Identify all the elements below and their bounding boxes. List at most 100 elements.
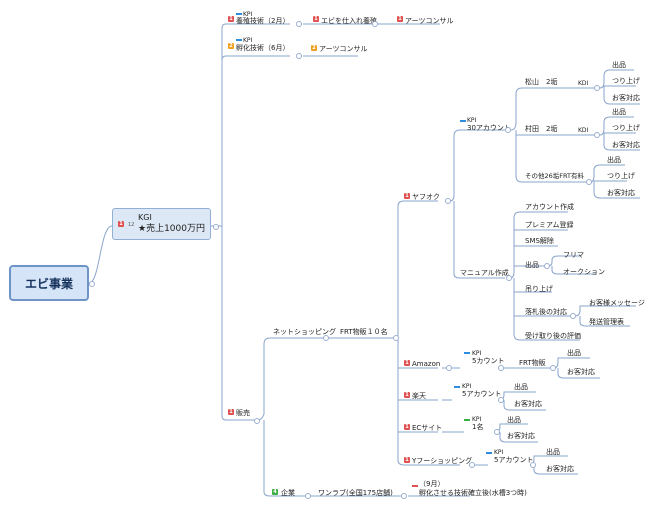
yshop-taiou[interactable]: お客対応 xyxy=(546,465,574,473)
manual-account[interactable]: アカウント作成 xyxy=(525,203,574,211)
item-taiou[interactable]: お客対応 xyxy=(607,189,635,197)
collapse-toggle-icon[interactable] xyxy=(296,21,302,27)
collapse-toggle-icon[interactable] xyxy=(213,224,219,230)
kpi-flag-icon xyxy=(454,386,460,388)
priority-badge-icon: 1 xyxy=(118,221,124,227)
kpi-flag-icon xyxy=(464,352,470,354)
collapse-toggle-icon[interactable] xyxy=(498,365,504,371)
ec-kv[interactable]: 1名 xyxy=(472,423,484,431)
collapse-toggle-icon[interactable] xyxy=(401,493,407,499)
item-shuppin[interactable]: 出品 xyxy=(612,108,626,116)
yahuoku-label[interactable]: ヤフオク xyxy=(412,193,440,201)
collapse-toggle-icon[interactable] xyxy=(550,365,556,371)
net-child[interactable]: FRT物販１０名 xyxy=(340,328,388,336)
collapse-toggle-icon[interactable] xyxy=(498,397,504,403)
priority-badge-icon: 1 xyxy=(228,16,234,22)
kgi-count-badge: 12 xyxy=(128,222,135,228)
corp-label[interactable]: 企業 xyxy=(281,489,295,497)
branch2-label[interactable]: 孵化技術（6月） xyxy=(236,44,290,52)
manual-frima[interactable]: フリマ xyxy=(563,251,584,259)
yshop-kv[interactable]: 5アカウント xyxy=(494,456,534,464)
collapse-toggle-icon[interactable] xyxy=(372,21,378,27)
corp-goal[interactable]: 孵化させる技術確立後(水槽3つ時) xyxy=(419,489,527,497)
amazon-taiou[interactable]: お客対応 xyxy=(567,368,595,376)
ec-shuppin[interactable]: 出品 xyxy=(507,416,521,424)
collapse-toggle-icon[interactable] xyxy=(469,462,475,468)
collapse-toggle-icon[interactable] xyxy=(530,462,536,468)
collapse-toggle-icon[interactable] xyxy=(323,335,329,341)
amazon-kpi: KPI xyxy=(472,350,482,357)
branch1-grandchild[interactable]: アーツコンサル xyxy=(405,17,454,25)
matsuyama-label[interactable]: 松山 2垢 xyxy=(525,78,558,86)
collapse-toggle-icon[interactable] xyxy=(494,429,500,435)
ec-label[interactable]: ECサイト xyxy=(412,424,443,432)
kpi-flag-icon xyxy=(236,13,242,15)
manual-rakusatsu[interactable]: 落札後の対応 xyxy=(525,308,567,316)
collapse-toggle-icon[interactable] xyxy=(505,127,511,133)
rakuten-shuppin[interactable]: 出品 xyxy=(514,383,528,391)
item-shuppin[interactable]: 出品 xyxy=(607,156,621,164)
collapse-toggle-icon[interactable] xyxy=(393,335,399,341)
yshop-shuppin[interactable]: 出品 xyxy=(546,448,560,456)
manual-hassou[interactable]: 発送管理表 xyxy=(589,318,624,326)
branch1-child[interactable]: エビを仕入れ養殖 xyxy=(321,17,377,25)
amazon-label[interactable]: Amazon xyxy=(412,360,441,368)
amazon-kv[interactable]: 5カウント xyxy=(472,357,505,365)
priority-badge-icon: 1 xyxy=(404,424,410,430)
kgi-node[interactable]: 1 12 KGI ★売上1000万円 xyxy=(112,208,211,240)
priority-badge-icon: 4 xyxy=(272,489,278,495)
collapse-toggle-icon[interactable] xyxy=(445,198,451,204)
manual-premium[interactable]: プレミアム登録 xyxy=(525,221,574,229)
collapse-toggle-icon[interactable] xyxy=(296,53,302,59)
priority-badge-icon: 1 xyxy=(404,457,410,463)
collapse-toggle-icon[interactable] xyxy=(446,365,452,371)
net-label[interactable]: ネットショッピング xyxy=(273,328,336,336)
rakuten-taiou[interactable]: お客対応 xyxy=(514,400,542,408)
manual-tsuriage[interactable]: 吊り上げ xyxy=(525,285,553,293)
item-tsuriage[interactable]: つり上げ xyxy=(607,172,635,180)
item-tsuriage[interactable]: つり上げ xyxy=(612,77,640,85)
rakuten-kpi: KPI xyxy=(462,383,472,390)
ec-taiou[interactable]: お客対応 xyxy=(507,432,535,440)
item-taiou[interactable]: お客対応 xyxy=(612,141,640,149)
priority-badge-icon: 2 xyxy=(311,45,317,51)
collapse-toggle-icon[interactable] xyxy=(254,418,260,424)
item-shuppin[interactable]: 出品 xyxy=(612,61,626,69)
collapse-toggle-icon[interactable] xyxy=(594,132,600,138)
yahuoku-kpi-value[interactable]: 30アカウント xyxy=(467,124,511,132)
manual-label[interactable]: マニュアル作成 xyxy=(460,269,509,277)
branch1-label[interactable]: 養殖技術（2月） xyxy=(236,17,290,25)
manual-auction[interactable]: オークション xyxy=(563,268,605,276)
branch1-kpi: KPI xyxy=(243,11,253,18)
yshop-label[interactable]: Yフーショッピング xyxy=(412,457,473,465)
muramata-label[interactable]: 村田 2垢 xyxy=(525,125,558,133)
kpi-flag-icon xyxy=(236,39,242,41)
branch2-child[interactable]: アーツコンサル xyxy=(319,45,368,53)
amazon-child[interactable]: FRT物販 xyxy=(519,359,546,367)
manual-sms[interactable]: SMS解除 xyxy=(525,237,554,245)
manual-uketori[interactable]: 受け取り後の評価 xyxy=(525,332,581,340)
sales-label[interactable]: 販売 xyxy=(236,409,250,417)
root-node[interactable]: エビ事業 xyxy=(9,265,89,301)
collapse-toggle-icon[interactable] xyxy=(570,313,576,319)
kdi-label: KDI xyxy=(578,127,589,134)
corp-child[interactable]: ワンラブ(全国175店舗) xyxy=(318,489,393,497)
rakuten-label[interactable]: 楽天 xyxy=(412,392,426,400)
others-label[interactable]: その他26垢FRT有料 xyxy=(525,172,585,180)
item-tsuriage[interactable]: つり上げ xyxy=(612,124,640,132)
collapse-toggle-icon[interactable] xyxy=(305,493,311,499)
manual-shuppin[interactable]: 出品 xyxy=(525,261,539,269)
rakuten-kv[interactable]: 5アカウント xyxy=(462,390,502,398)
ec-kpi: KPI xyxy=(472,416,482,423)
collapse-toggle-icon[interactable] xyxy=(586,179,592,185)
collapse-toggle-icon[interactable] xyxy=(594,85,600,91)
item-taiou[interactable]: お客対応 xyxy=(612,94,640,102)
amazon-shuppin[interactable]: 出品 xyxy=(567,349,581,357)
collapse-toggle-icon[interactable] xyxy=(544,263,550,269)
manual-msg[interactable]: お客様メッセージ xyxy=(589,299,645,307)
corp-month: （9月） xyxy=(419,480,445,488)
kgi-label: KGI xyxy=(138,213,152,222)
collapse-toggle-icon[interactable] xyxy=(506,275,512,281)
collapse-toggle-icon[interactable] xyxy=(89,281,95,287)
